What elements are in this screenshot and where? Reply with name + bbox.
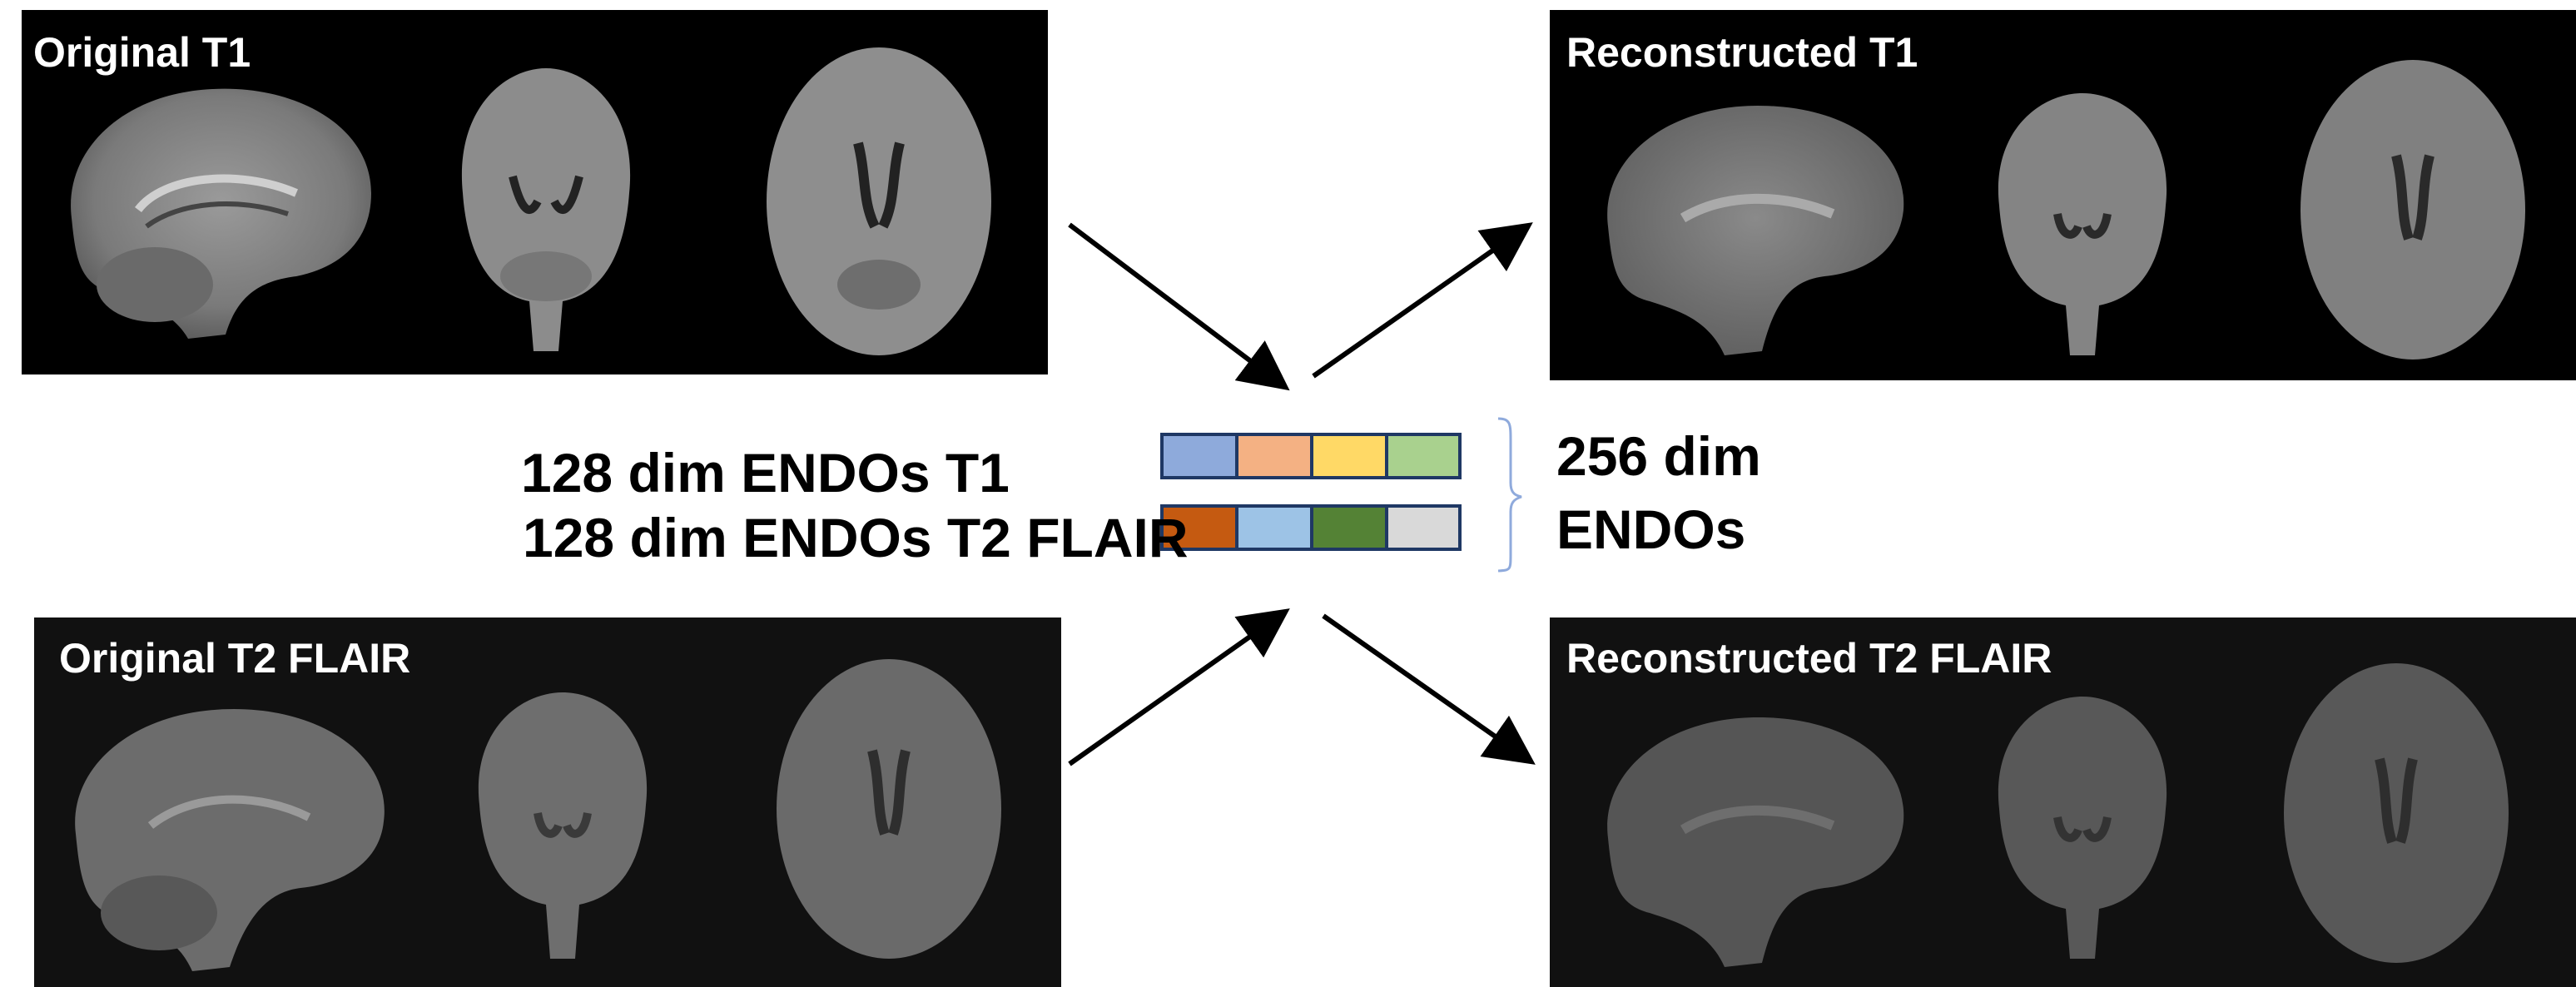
t1-axial-slice (767, 47, 991, 355)
recon-flair-sagittal-slice (1607, 717, 1904, 967)
recon-flair-axial-slice (2284, 663, 2509, 963)
flair-sagittal-slice (75, 709, 385, 971)
arrow-embedding-to-recon-t1 (1312, 222, 1533, 379)
t1-sagittal-slice (71, 88, 372, 339)
flair-embedding-cell-2 (1235, 504, 1313, 551)
recon-t1-sagittal-slice (1607, 106, 1904, 355)
arrow-t1-to-embedding (1068, 222, 1290, 391)
original-flair-panel: Original T2 FLAIR (34, 617, 1061, 987)
t1-embedding-cell-3 (1310, 433, 1388, 479)
original-t1-title: Original T1 (33, 29, 251, 76)
t1-embedding-bar (1160, 433, 1462, 479)
flair-embedding-label: 128 dim ENDOs T2 FLAIR (523, 507, 1189, 568)
t1-coronal-slice (461, 68, 631, 351)
reconstructed-t1-panel: Reconstructed T1 (1550, 10, 2576, 380)
recon-t1-axial-slice (2301, 60, 2525, 360)
reconstructed-flair-panel: Reconstructed T2 FLAIR (1550, 617, 2576, 987)
t1-embedding-label: 128 dim ENDOs T1 (521, 442, 1010, 503)
original-flair-title: Original T2 FLAIR (59, 635, 411, 682)
flair-embedding-bar (1160, 504, 1462, 551)
reconstructed-flair-title: Reconstructed T2 FLAIR (1566, 635, 2052, 682)
combined-embedding-label-line1: 256 dim (1556, 425, 1761, 487)
t1-embedding-cell-1 (1160, 433, 1238, 479)
flair-embedding-cell-3 (1310, 504, 1388, 551)
original-t1-panel: Original T1 (22, 10, 1048, 374)
flair-coronal-slice (478, 692, 648, 959)
arrow-embedding-to-recon-flair (1322, 613, 1536, 765)
recon-t1-coronal-slice (1998, 93, 2167, 355)
recon-flair-coronal-slice (1998, 697, 2167, 959)
arrow-flair-to-embedding (1068, 608, 1290, 766)
reconstructed-t1-title: Reconstructed T1 (1566, 29, 1918, 76)
flair-embedding-cell-4 (1385, 504, 1462, 551)
combined-embedding-label-line2: ENDOs (1556, 498, 1746, 560)
t1-embedding-cell-2 (1235, 433, 1313, 479)
flair-axial-slice (777, 659, 1001, 959)
t1-embedding-cell-4 (1385, 433, 1462, 479)
flair-embedding-cell-1 (1160, 504, 1238, 551)
combined-bracket (1497, 417, 1522, 573)
